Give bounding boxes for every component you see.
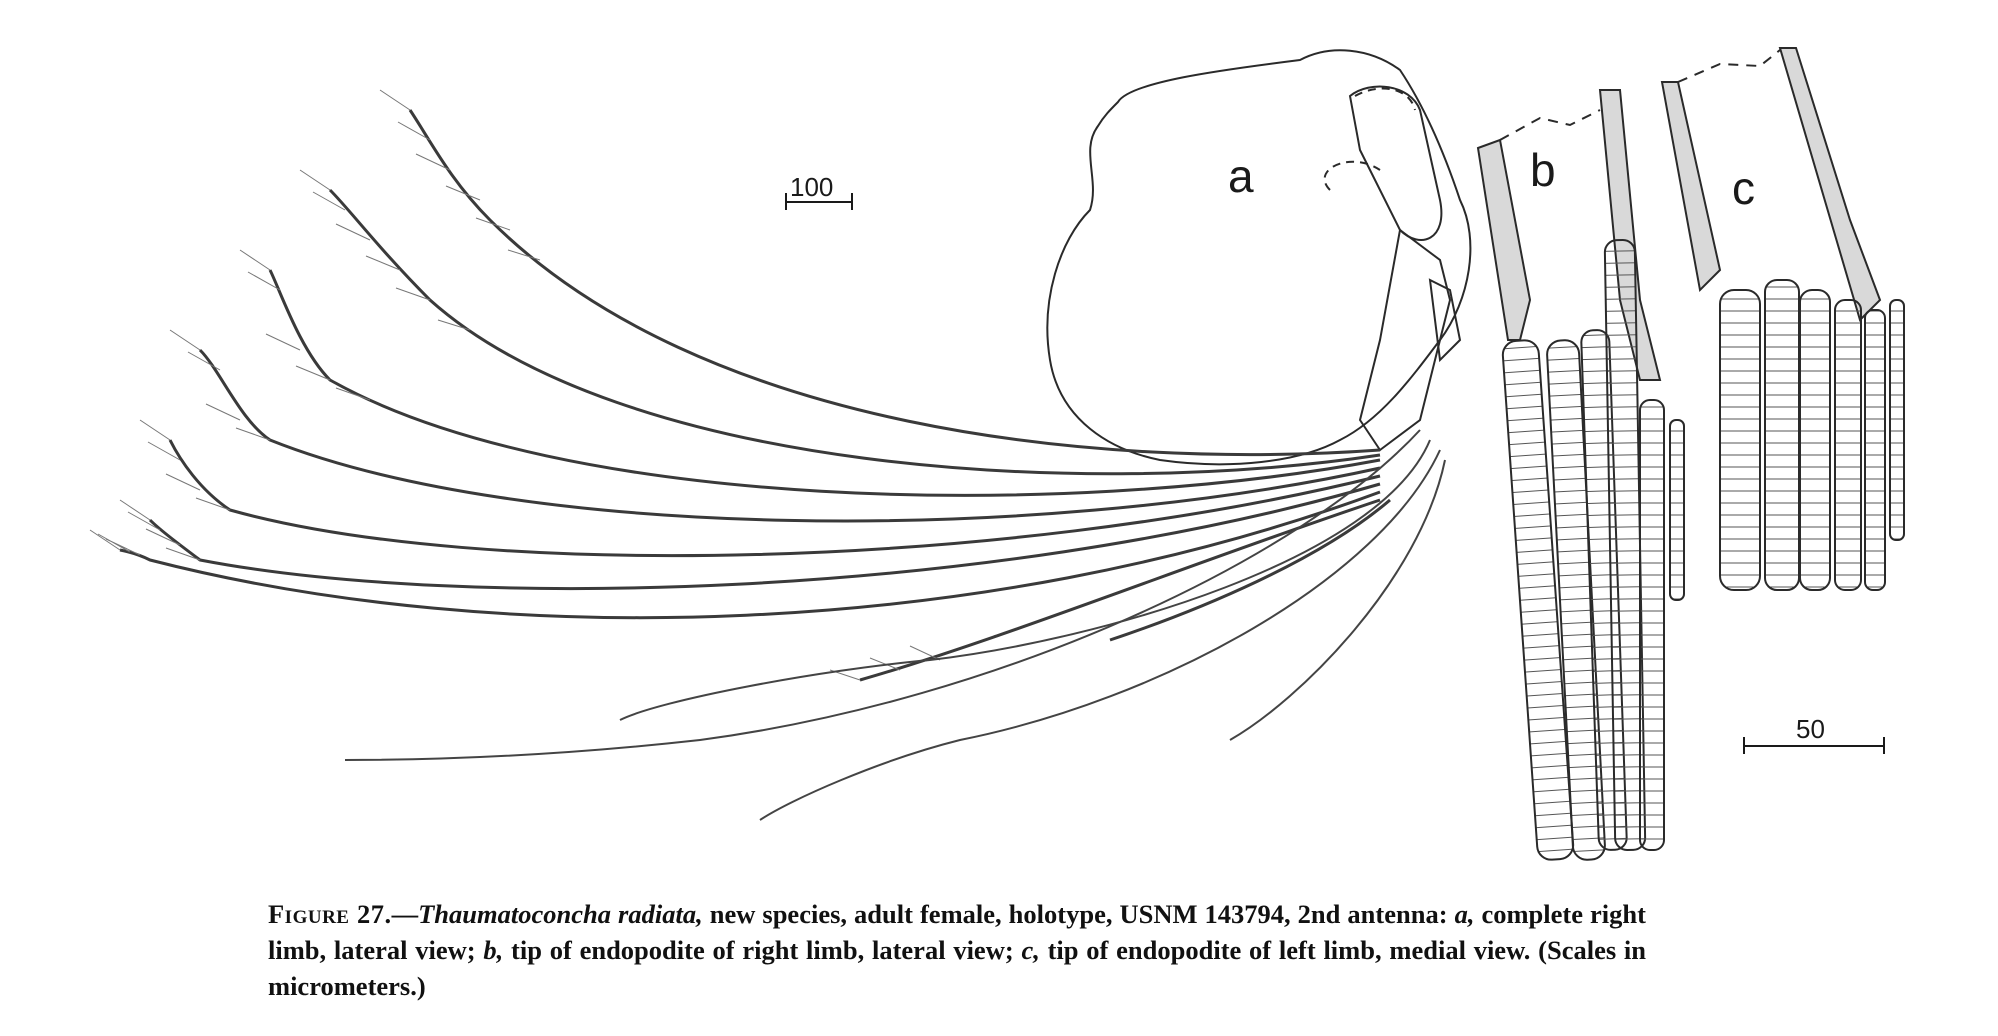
- scale-label-large: 100: [790, 172, 833, 202]
- annulated-seta-1: [1501, 339, 1575, 861]
- protopodite: [1358, 228, 1452, 452]
- broken-edge: [1499, 109, 1601, 141]
- c-seta-6: [1889, 299, 1905, 541]
- panel-label-a: a: [1228, 150, 1254, 202]
- scale-label-small: 50: [1796, 714, 1825, 744]
- c-seta-4: [1834, 299, 1862, 591]
- part-c: c,: [1021, 935, 1040, 965]
- part-a: a,: [1454, 899, 1475, 929]
- scale-bar-large: [785, 193, 853, 210]
- c-seta-2: [1764, 279, 1800, 591]
- c-seta-5: [1864, 309, 1886, 591]
- figure-illustration: a b c 100 50: [89, 47, 1905, 861]
- endopodite-wall-right-c: [1778, 47, 1882, 322]
- drawing-a: [1046, 49, 1472, 466]
- c-seta-1: [1719, 289, 1761, 591]
- thin-setae: [344, 429, 1446, 821]
- figure-label: Figure 27.: [268, 899, 392, 929]
- figure-caption: Figure 27.—Thaumatoconcha radiata, new s…: [268, 896, 1646, 1004]
- endopodite-wall-left: [1476, 138, 1532, 341]
- caption-text-3: tip of endopodite of right limb, lateral…: [503, 935, 1022, 965]
- limb-dashed-outline: [1354, 87, 1416, 111]
- natatory-setae: [119, 109, 1391, 682]
- part-b: b,: [483, 935, 504, 965]
- species-name: Thaumatoconcha radiata,: [418, 899, 703, 929]
- setae-bristles: [89, 89, 941, 681]
- caption-dash: —: [391, 899, 419, 929]
- endopodite: [1428, 278, 1462, 363]
- panel-label-b: b: [1530, 144, 1556, 196]
- annulated-seta-6: [1669, 419, 1685, 601]
- drawing-c: [1660, 47, 1905, 591]
- drawing-b: [1476, 89, 1685, 861]
- endopodite-wall-left-c: [1660, 81, 1722, 293]
- caption-text-2: complete right limb, lateral view;: [268, 899, 1646, 965]
- scale-bar-small: [1743, 737, 1885, 754]
- c-seta-3: [1799, 289, 1831, 591]
- panel-label-c: c: [1732, 162, 1755, 214]
- shell-outline: [1046, 49, 1472, 466]
- broken-edge-c: [1677, 49, 1781, 83]
- caption-text-4: tip of endopodite of left limb, medial v…: [268, 935, 1647, 1001]
- limb-dashed-outline-2: [1323, 160, 1381, 191]
- annulated-seta-5: [1639, 399, 1665, 851]
- caption-text-1: new species, adult female, holotype, USN…: [702, 899, 1455, 929]
